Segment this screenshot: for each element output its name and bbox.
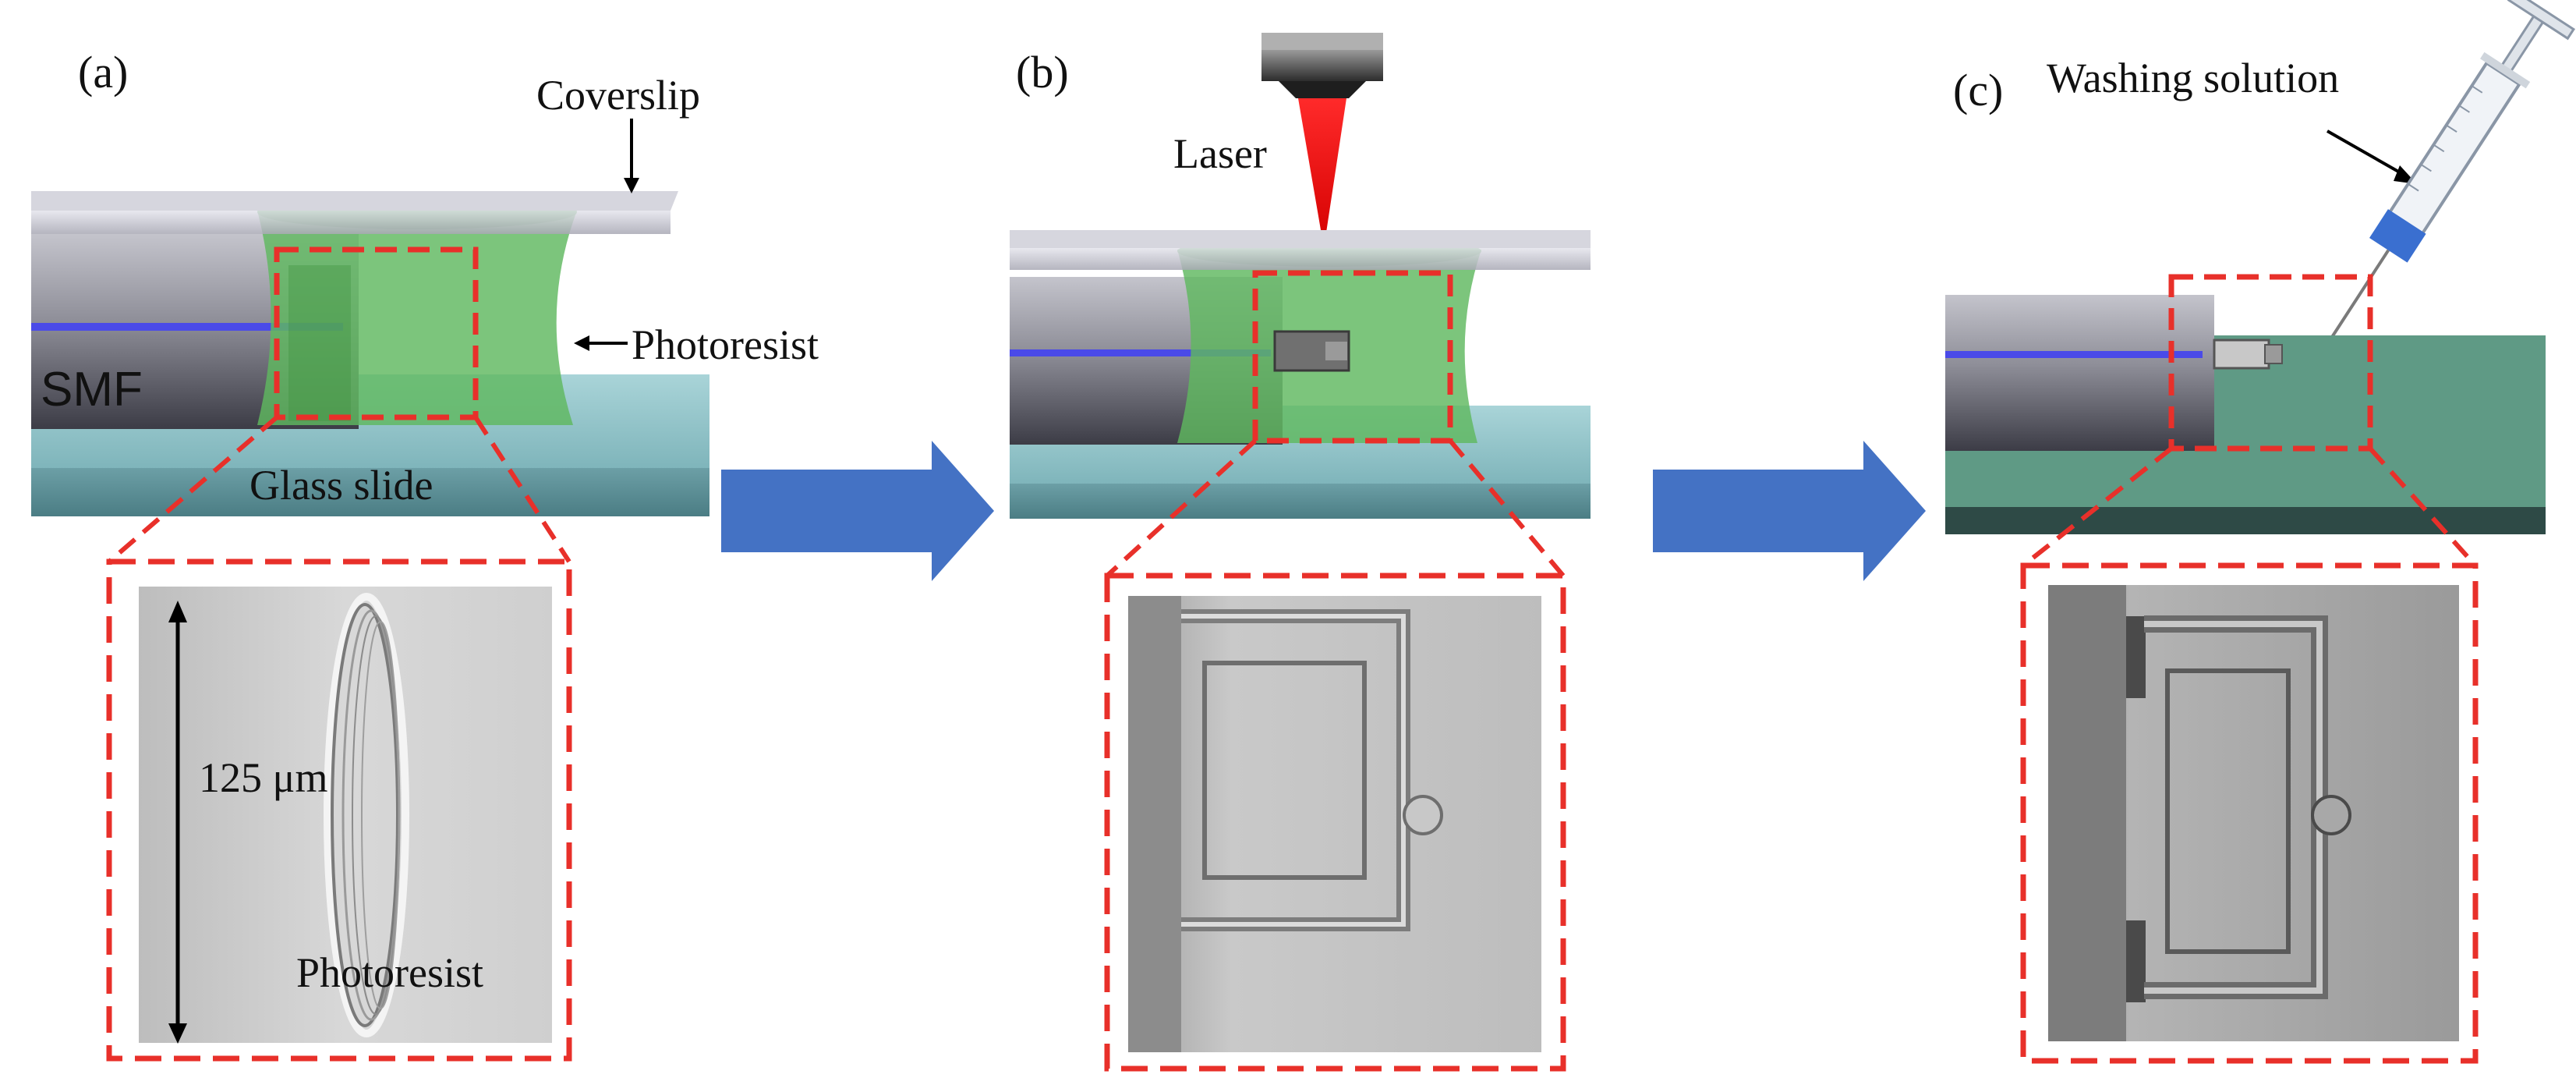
inset-dashed-frame-c [2020, 562, 2479, 1064]
washing-solution-label: Washing solution [2047, 55, 2339, 101]
zoom-line-a-right [473, 416, 571, 563]
laser-beam [1298, 98, 1346, 248]
coverslip-label: Coverslip [536, 72, 700, 119]
dimension-label: 125 μm [199, 754, 327, 801]
laser-label: Laser [1173, 130, 1267, 177]
zoom-line-c-left [2022, 446, 2173, 568]
syringe [2330, 0, 2576, 340]
dashed-box-c [2168, 274, 2373, 452]
inset-dashed-frame-b [1104, 573, 1566, 1072]
micrograph-b [1128, 596, 1541, 1052]
zoom-line-c-right [2368, 446, 2478, 568]
panel-c-label: (c) [1953, 65, 2003, 115]
coverslip-arrowhead [624, 178, 639, 193]
coverslip-a [31, 191, 678, 234]
dashed-box-b [1252, 270, 1453, 444]
panel-c: (c) Washing solution [1945, 0, 2576, 1064]
panel-b: (b) Laser [1010, 33, 1591, 1072]
panel-a: (a) Coverslip Photoresist SMF [31, 47, 819, 1062]
glass-slide-label: Glass slide [249, 462, 433, 509]
inset-dashed-frame-a [106, 558, 572, 1062]
photoresist-arrowhead [574, 335, 589, 351]
smf-label: SMF [41, 363, 143, 417]
process-arrow-2 [1653, 441, 1926, 581]
zoom-line-a-left [108, 415, 278, 564]
micrograph-c [2048, 585, 2459, 1041]
zoom-line-b-left [1105, 438, 1258, 578]
photoresist-label: Photoresist [632, 321, 819, 368]
washing-arrow [2327, 129, 2406, 177]
laser-head [1261, 33, 1383, 98]
coverslip-b [1010, 230, 1591, 270]
micrograph-a: 125 μm Photoresist [139, 587, 552, 1044]
panel-b-label: (b) [1016, 47, 1069, 98]
inset-photoresist-label: Photoresist [296, 949, 483, 996]
panel-a-label: (a) [78, 47, 128, 98]
process-arrow-1 [721, 441, 994, 581]
dashed-box-a [274, 246, 479, 420]
